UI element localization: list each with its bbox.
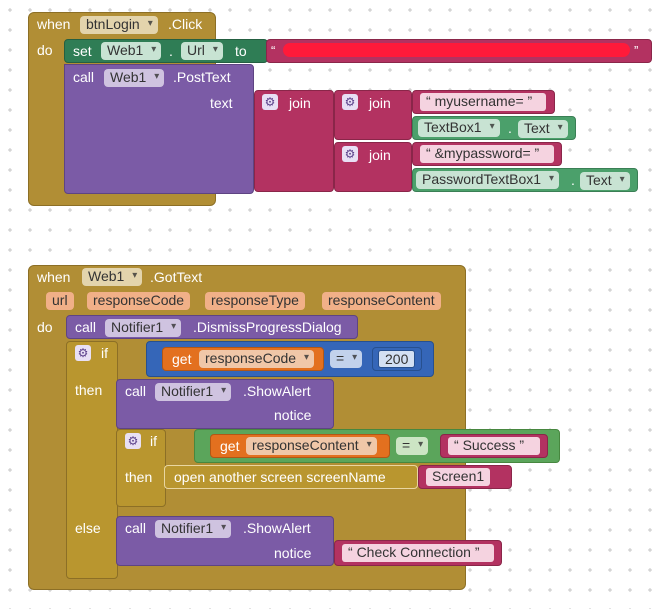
get-label: get	[220, 438, 240, 454]
open-quote: “	[348, 544, 353, 560]
equals-dropdown[interactable]: =	[330, 350, 363, 368]
close-quote: ”	[634, 43, 639, 58]
close-quote: ”	[474, 544, 480, 560]
text-param-label: text	[210, 95, 233, 111]
call-label: call	[125, 383, 147, 399]
textbox1-dot: .	[508, 120, 512, 136]
call-component-dropdown[interactable]: Web1	[104, 69, 165, 87]
open-screen-label: open another screen screenName	[174, 469, 386, 485]
close-quote: ”	[534, 145, 540, 161]
if-label-inner: if	[150, 433, 157, 449]
to-label: to	[235, 43, 247, 59]
notice-label: notice	[274, 545, 312, 561]
screen-literal[interactable]: Screen1	[426, 468, 491, 486]
dismiss-method-label: .DismissProgressDialog	[193, 319, 342, 335]
component-dropdown-btnlogin[interactable]: btnLogin	[80, 16, 158, 34]
else-label: else	[75, 520, 101, 536]
open-another-screen-block[interactable]	[164, 465, 418, 489]
open-quote: “	[454, 437, 459, 453]
textbox1-property-dropdown[interactable]: Text	[518, 120, 568, 138]
set-property-dropdown[interactable]: Url	[181, 42, 223, 60]
redacted-url	[283, 43, 630, 57]
set-label: set	[73, 43, 92, 59]
set-component-dropdown[interactable]: Web1	[101, 42, 162, 60]
showalert-method-label: .ShowAlert	[243, 383, 311, 399]
close-quote: ”	[527, 93, 533, 109]
open-quote: “	[426, 145, 431, 161]
close-quote: ”	[519, 437, 525, 453]
do-label: do	[37, 319, 53, 335]
param-responsetype[interactable]: responseType	[205, 292, 305, 310]
check-connection-text: Check Connection	[356, 544, 471, 560]
success-text: Success	[462, 437, 516, 453]
join-label-2: join	[369, 95, 391, 111]
event-name-label: .Click	[168, 16, 203, 32]
join-label-3: join	[369, 147, 391, 163]
get-var-dropdown[interactable]: responseContent	[246, 437, 377, 455]
username-literal[interactable]: “ myusername= ”	[420, 93, 546, 111]
equals-dropdown[interactable]: =	[396, 437, 429, 455]
when-label: when	[37, 269, 71, 285]
set-url-block[interactable]	[64, 39, 268, 63]
passwordtextbox1-property-dropdown[interactable]: Text	[580, 172, 630, 190]
do-label: do	[37, 42, 53, 58]
component-dropdown-web1[interactable]: Web1	[82, 268, 143, 286]
password-text: &mypassword=	[434, 145, 531, 161]
get-var-dropdown[interactable]: responseCode	[199, 350, 315, 368]
join-label-1: join	[289, 95, 311, 111]
if-label: if	[101, 345, 108, 361]
password-literal[interactable]: “ &mypassword= ”	[420, 145, 554, 163]
passwordtextbox1-dropdown[interactable]: PasswordTextBox1	[416, 171, 560, 189]
notice-label: notice	[274, 407, 312, 423]
notifier-dropdown[interactable]: Notifier1	[155, 520, 232, 538]
if-then-else-block[interactable]	[66, 341, 118, 579]
gear-icon[interactable]: ⚙	[125, 433, 141, 449]
method-label: .PostText	[173, 69, 231, 85]
showalert-method-label: .ShowAlert	[243, 520, 311, 536]
open-quote: “	[271, 43, 276, 58]
param-responsecode[interactable]: responseCode	[87, 292, 191, 310]
number-literal[interactable]: 200	[378, 350, 416, 368]
event-name-label: .GotText	[150, 269, 203, 285]
get-label: get	[172, 351, 192, 367]
notifier-dropdown[interactable]: Notifier1	[105, 319, 182, 337]
then-label-inner: then	[125, 469, 153, 485]
when-label: when	[37, 16, 71, 32]
then-label: then	[75, 382, 103, 398]
open-quote: “	[426, 93, 431, 109]
notifier-dropdown[interactable]: Notifier1	[155, 383, 232, 401]
gear-icon[interactable]: ⚙	[75, 345, 91, 361]
textbox1-dropdown[interactable]: TextBox1	[418, 119, 500, 137]
param-responsecontent[interactable]: responseContent	[322, 292, 441, 310]
set-dot: .	[169, 43, 173, 59]
passwordtextbox1-dot: .	[571, 172, 575, 188]
success-literal[interactable]: “ Success ”	[448, 437, 540, 455]
inner-if-block[interactable]	[116, 429, 166, 507]
check-connection-literal[interactable]: “ Check Connection ”	[342, 544, 494, 562]
call-label: call	[73, 69, 95, 85]
call-label: call	[125, 520, 147, 536]
param-url[interactable]: url	[46, 292, 74, 310]
gear-icon[interactable]: ⚙	[262, 94, 278, 110]
call-label: call	[75, 319, 97, 335]
username-text: myusername=	[434, 93, 524, 109]
gear-icon[interactable]: ⚙	[342, 94, 358, 110]
gear-icon[interactable]: ⚙	[342, 146, 358, 162]
